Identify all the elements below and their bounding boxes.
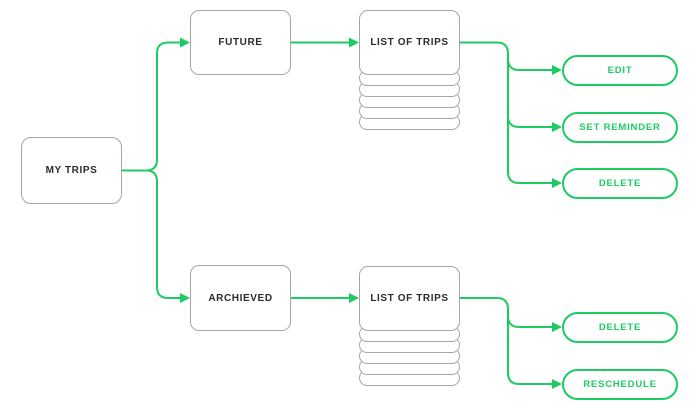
action-delete-archived-button[interactable]: DELETE bbox=[562, 311, 678, 343]
archived-label: ARCHIEVED bbox=[208, 292, 273, 304]
my-trips-label: MY TRIPS bbox=[45, 165, 98, 176]
node-future[interactable]: FUTURE bbox=[190, 10, 291, 75]
connector-futurelist-edit bbox=[507, 58, 552, 71]
delete-future-label: DELETE bbox=[598, 177, 642, 189]
node-archived[interactable]: ARCHIEVED bbox=[190, 265, 291, 331]
connector-archivedlist-delete bbox=[507, 315, 552, 328]
arrowhead-edit bbox=[552, 65, 562, 75]
arrowhead-future bbox=[180, 37, 190, 48]
connector-futurelist-delete bbox=[460, 41, 552, 184]
reschedule-label: RESCHEDULE bbox=[583, 378, 657, 390]
action-edit-button[interactable]: EDIT bbox=[562, 54, 678, 86]
list-of-trips-archived-label: LIST OF TRIPS bbox=[370, 293, 449, 304]
arrowhead-future-list bbox=[349, 37, 359, 48]
arrowhead-archived-delete bbox=[552, 322, 562, 332]
node-my-trips[interactable]: MY TRIPS bbox=[21, 137, 122, 204]
list-of-trips-future-card[interactable]: LIST OF TRIPS bbox=[359, 10, 460, 75]
list-of-trips-future-label: LIST OF TRIPS bbox=[370, 37, 449, 48]
delete-archived-label: DELETE bbox=[598, 321, 642, 333]
connector-futurelist-setreminder bbox=[507, 115, 552, 128]
list-of-trips-archived-card[interactable]: LIST OF TRIPS bbox=[359, 266, 460, 331]
arrowhead-archived bbox=[180, 293, 190, 303]
arrowhead-delete bbox=[552, 178, 562, 188]
node-list-of-trips-archived[interactable]: LIST OF TRIPS bbox=[359, 266, 460, 386]
connector-mytrips-future bbox=[122, 41, 180, 172]
node-list-of-trips-future[interactable]: LIST OF TRIPS bbox=[359, 10, 460, 130]
arrowhead-archived-list bbox=[349, 293, 359, 303]
action-set-reminder-button[interactable]: SET REMINDER bbox=[562, 111, 678, 143]
connector-archivedlist-reschedule bbox=[460, 297, 552, 385]
future-label: FUTURE bbox=[218, 37, 263, 48]
arrowhead-set-reminder bbox=[552, 122, 562, 132]
edit-label: EDIT bbox=[607, 64, 633, 76]
arrowhead-reschedule bbox=[552, 379, 562, 389]
action-reschedule-button[interactable]: RESCHEDULE bbox=[562, 368, 678, 400]
action-delete-future-button[interactable]: DELETE bbox=[562, 167, 678, 199]
set-reminder-label: SET REMINDER bbox=[579, 121, 661, 133]
connector-mytrips-archived bbox=[122, 169, 180, 299]
